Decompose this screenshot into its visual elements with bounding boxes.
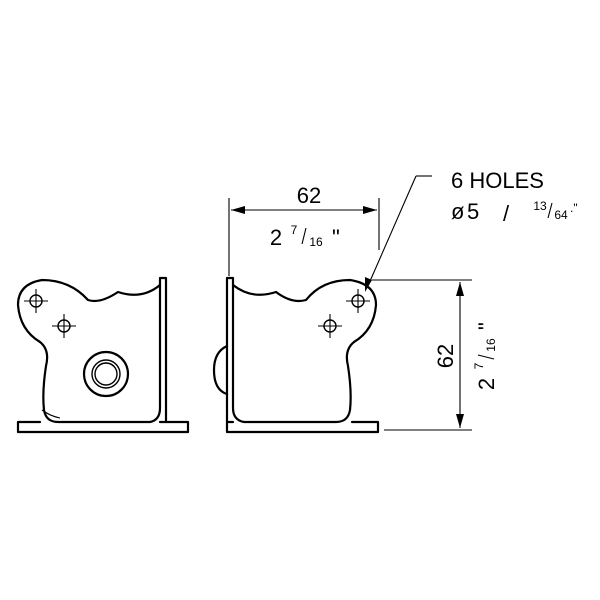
left-hole-top bbox=[24, 289, 48, 313]
width-imperial-numerator: 7 bbox=[291, 223, 298, 237]
left-plate-outline bbox=[16, 278, 162, 424]
height-arrow-top bbox=[456, 282, 464, 296]
left-hole-bottom bbox=[52, 314, 76, 338]
right-view bbox=[212, 276, 380, 434]
diameter-mm-value: 5 bbox=[467, 199, 479, 224]
callout-leader-arrow bbox=[365, 277, 372, 292]
right-vertical-flange bbox=[225, 276, 235, 424]
right-plate-outline bbox=[231, 278, 378, 424]
height-fraction-slash bbox=[477, 354, 495, 360]
height-dimension: 62 2 7 16 " bbox=[372, 279, 499, 431]
width-imperial-whole: 2 bbox=[270, 225, 282, 250]
left-bottom-flange bbox=[16, 420, 190, 434]
diameter-imperial-numerator: 13 bbox=[533, 199, 547, 213]
width-metric-label: 62 bbox=[297, 183, 321, 208]
right-boss-profile bbox=[212, 344, 229, 396]
height-metric-label: 62 bbox=[433, 344, 458, 368]
height-imperial-denominator: 16 bbox=[484, 338, 498, 352]
diameter-symbol: ø bbox=[451, 199, 464, 224]
width-imperial-denominator: 16 bbox=[309, 235, 323, 249]
callout-leader-diagonal bbox=[366, 175, 417, 289]
height-imperial-numerator: 7 bbox=[472, 362, 486, 369]
holes-callout: 6 HOLES ø 5 / 13 64 ." bbox=[365, 168, 578, 292]
diameter-separator: / bbox=[503, 201, 510, 226]
height-inch-mark: " bbox=[474, 322, 499, 330]
width-arrow-left bbox=[231, 206, 245, 214]
width-fraction-slash bbox=[301, 227, 307, 245]
width-arrow-right bbox=[363, 206, 377, 214]
left-vertical-flange bbox=[158, 276, 168, 424]
diameter-inch-mark: ." bbox=[570, 201, 578, 215]
diameter-fraction-slash bbox=[547, 202, 553, 219]
diameter-imperial-denominator: 64 bbox=[554, 208, 568, 222]
right-bottom-flange bbox=[225, 420, 380, 434]
holes-count-label: 6 HOLES bbox=[451, 168, 544, 193]
height-arrow-bottom bbox=[456, 414, 464, 428]
height-imperial-whole: 2 bbox=[474, 378, 499, 390]
width-inch-mark: " bbox=[332, 225, 340, 250]
left-view bbox=[16, 276, 190, 434]
right-hole-top bbox=[346, 289, 370, 313]
right-hole-bottom bbox=[318, 314, 342, 338]
left-center-boss bbox=[82, 350, 130, 398]
width-dimension: 62 2 7 16 " bbox=[228, 183, 380, 276]
left-plate-bend-line bbox=[41, 409, 61, 419]
